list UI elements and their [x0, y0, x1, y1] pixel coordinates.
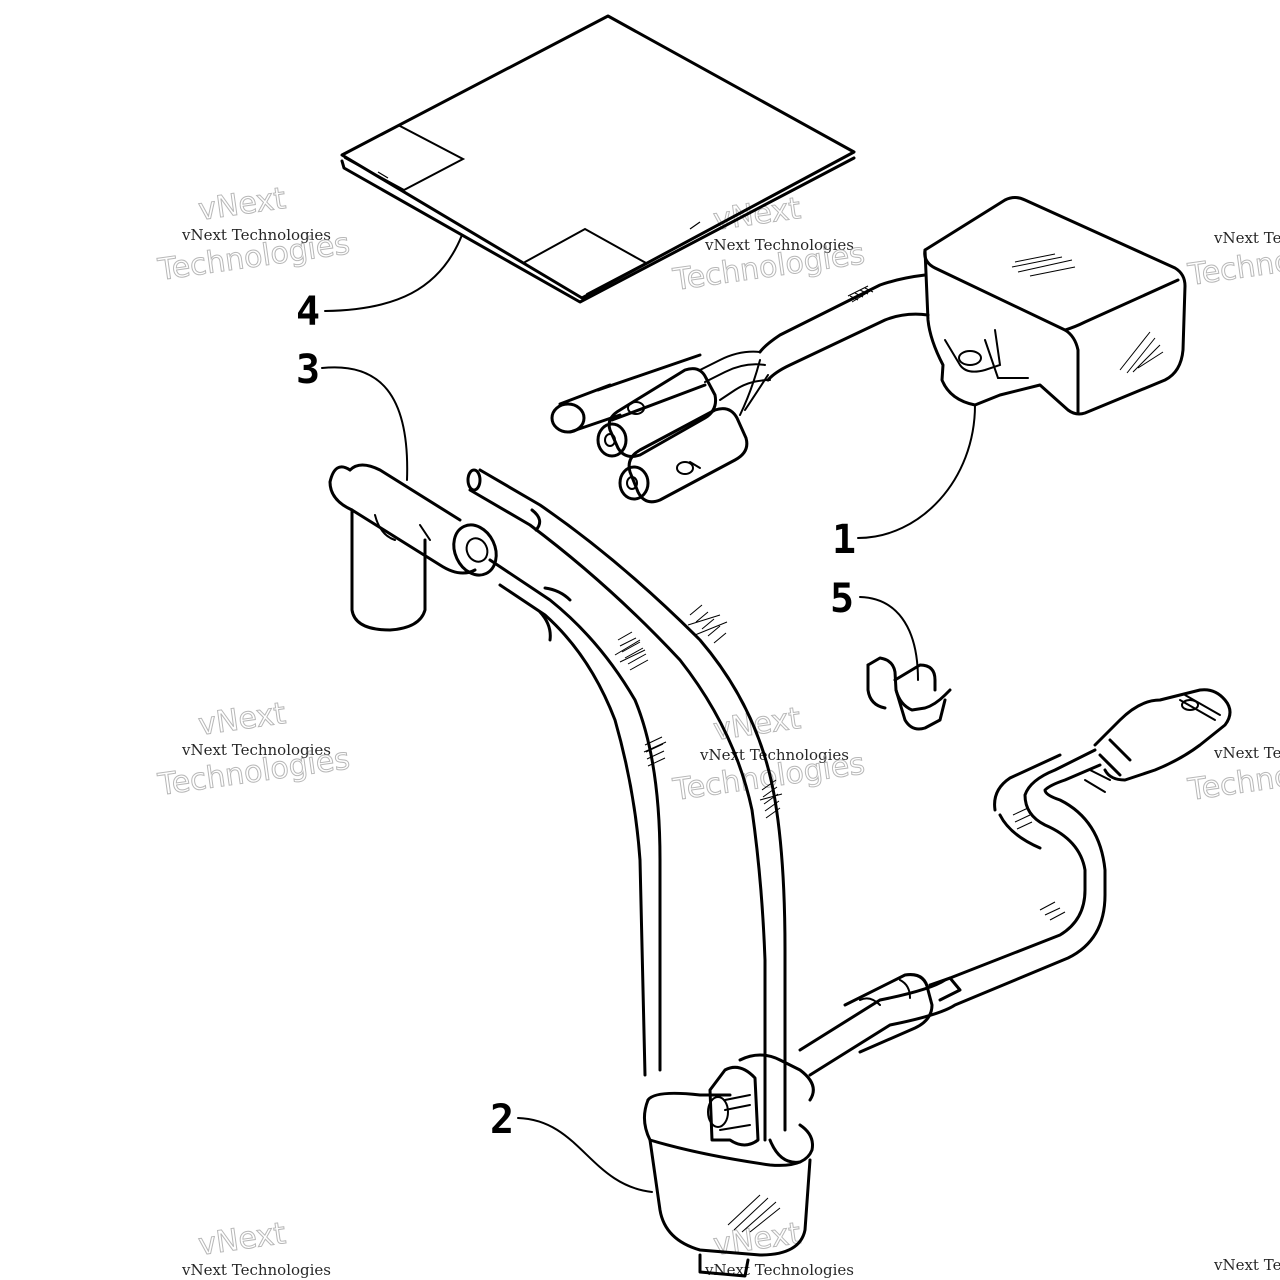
watermark-vnext: vNext — [196, 696, 288, 743]
watermark-bottom-right: vNext Technologies — [1213, 1256, 1280, 1274]
watermark-text: vNext Technologies — [181, 226, 331, 244]
watermark-mid-right: vNext Technologies Technologies — [1185, 744, 1280, 809]
watermark-text: vNext Technologies — [181, 741, 331, 759]
watermark-vnext: vNext — [711, 701, 803, 748]
callout-number-5: 5 — [830, 576, 854, 622]
watermark-text: vNext Technologies — [181, 1261, 331, 1279]
part-2-ignition-coil — [466, 468, 1232, 1278]
watermark-vnext: vNext — [196, 1216, 288, 1263]
watermark-text: vNext Technologies — [1213, 744, 1280, 762]
watermark-top-center: vNext vNext Technologies Technologies — [670, 191, 868, 299]
leader-line-1 — [857, 404, 976, 539]
leader-line-4 — [324, 234, 463, 312]
callout-number-2: 2 — [490, 1097, 514, 1143]
callout-number-4: 4 — [296, 289, 320, 335]
watermark-bottom-left: vNext vNext Technologies — [181, 1216, 331, 1279]
leader-line-5 — [859, 596, 919, 681]
watermark-text: vNext Technologies — [704, 236, 854, 254]
part-1-cdi-module — [550, 196, 1187, 504]
watermark-text: vNext Technologies — [1213, 229, 1280, 247]
watermark-text: vNext Technologies — [704, 1261, 854, 1279]
watermark-bottom-center: vNext vNext Technologies — [704, 1216, 854, 1279]
watermark-top-right: vNext Technologies Technologies — [1185, 229, 1280, 294]
watermark-text: vNext Technologies — [1213, 1256, 1280, 1274]
part-3-spark-plug-cap — [328, 463, 498, 632]
callout-number-1: 1 — [832, 517, 856, 563]
callout-numbers: 1 2 3 4 5 — [296, 289, 856, 1143]
callout-number-3: 3 — [296, 347, 320, 393]
leader-line-2 — [517, 1117, 653, 1193]
watermark-top-left: vNext vNext Technologies Technologies — [155, 181, 353, 289]
leader-line-3 — [321, 366, 409, 481]
leader-lines — [321, 234, 976, 1193]
part-5-clip — [866, 656, 952, 731]
watermark-vnext: vNext — [196, 181, 288, 228]
watermark-vnext: vNext — [711, 191, 803, 238]
watermark-mid-left: vNext vNext Technologies Technologies — [155, 696, 353, 804]
watermark-mid-center: vNext vNext Technologies Technologies — [670, 701, 868, 809]
